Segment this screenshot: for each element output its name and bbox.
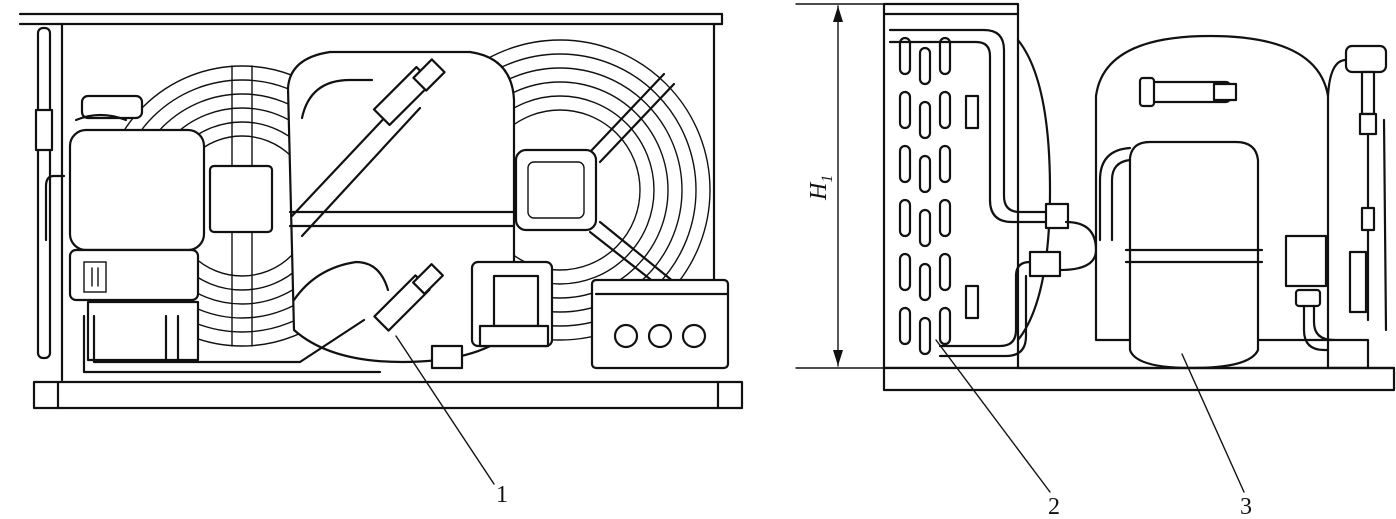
callout-3: 3 <box>1181 353 1252 519</box>
side-view: H1 <box>795 2 1396 519</box>
dimension-subscript: 1 <box>819 175 836 183</box>
receiver-tank <box>44 94 206 362</box>
callout-1: 1 <box>395 335 508 508</box>
svg-text:H1: H1 <box>806 175 836 201</box>
motor-relay <box>430 260 554 370</box>
dimension-symbol: H <box>806 181 832 201</box>
callout-label-1: 1 <box>496 482 508 508</box>
condenser-fins <box>898 36 980 356</box>
side-base <box>882 366 1396 392</box>
callout-label-2: 2 <box>1048 494 1060 519</box>
callout-label-3: 3 <box>1240 494 1252 519</box>
dimension-h1: H1 <box>795 3 885 369</box>
compressor-front <box>286 50 516 364</box>
electrical-box <box>590 278 730 370</box>
right-pipe-assembly <box>1326 44 1388 370</box>
left-vertical-pipe <box>34 26 54 360</box>
top-panel <box>18 12 724 382</box>
callout-2: 2 <box>935 339 1060 519</box>
bottom-pipes <box>82 314 382 374</box>
compressor-side <box>1094 34 1336 370</box>
front-base <box>32 380 744 410</box>
front-view: 1 <box>18 12 744 508</box>
condenser <box>882 2 1098 370</box>
